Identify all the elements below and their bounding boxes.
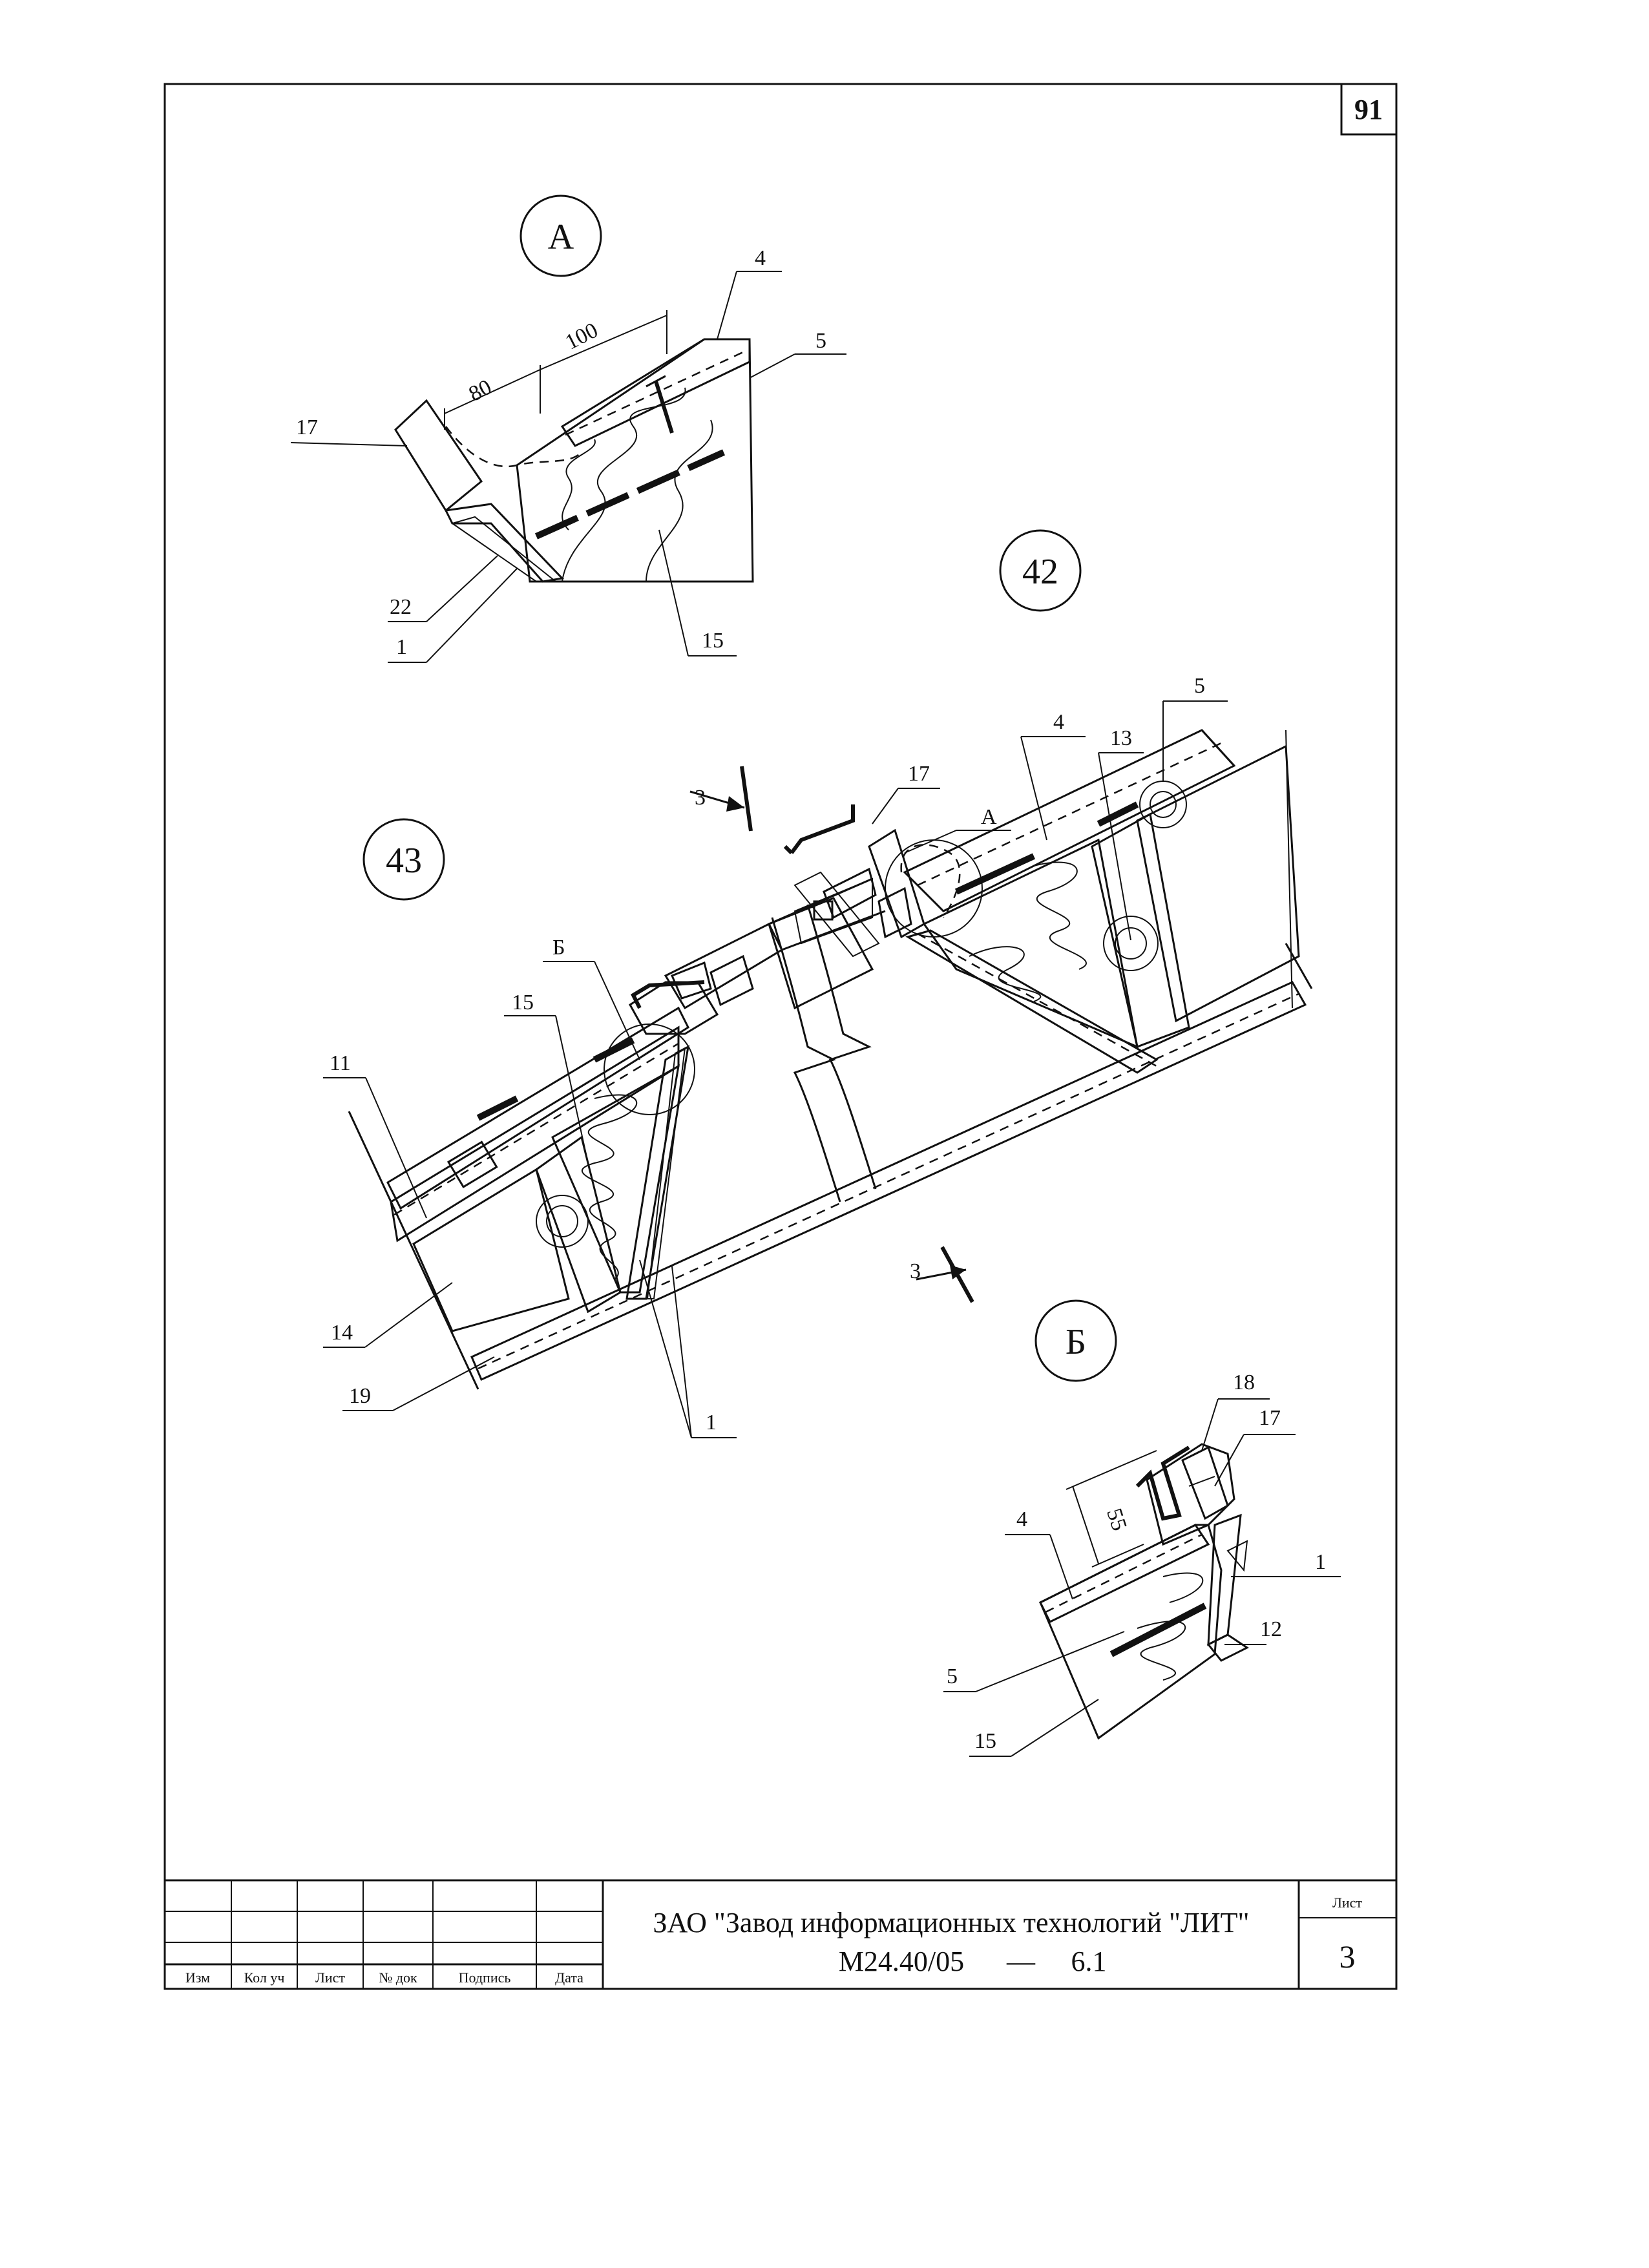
label-b-15: 15: [974, 1729, 996, 1753]
label-a-1: 1: [396, 635, 407, 659]
section-label-bottom: 3: [910, 1259, 921, 1283]
label-m-11: 11: [330, 1051, 351, 1075]
label-m-1: 1: [706, 1411, 717, 1434]
label-m-15: 15: [512, 991, 534, 1014]
page-number-box: 91: [1340, 83, 1398, 136]
section-marker-bottom: 3: [910, 1246, 974, 1303]
label-a-4: 4: [755, 246, 766, 270]
callout-circle-43: [362, 818, 445, 901]
main-section: 3 3 17 А 4 13 5 Б 15 11 14: [323, 674, 1313, 1438]
detail-circle-b: [604, 1024, 695, 1115]
section-marker-top: 3: [689, 766, 753, 832]
title-block: Изм Кол уч Лист № док Подпись Дата ЗАО "…: [163, 1879, 1398, 1990]
label-b-1: 1: [1315, 1550, 1326, 1574]
label-m-4: 4: [1053, 710, 1064, 734]
detail-b: Б 55 18 17 4 1 12: [943, 1299, 1341, 1757]
dim-b-55: 55: [1102, 1506, 1131, 1534]
label-a-15: 15: [702, 629, 724, 653]
tb-header-ndok: № док: [379, 1969, 417, 1986]
document-code-dash: —: [1006, 1946, 1036, 1977]
organization-name: ЗАО "Завод информационных технологий "ЛИ…: [653, 1907, 1250, 1938]
label-m-A: А: [981, 805, 997, 829]
callout-43: 43: [386, 841, 422, 881]
tb-header-list: Лист: [315, 1969, 345, 1986]
document-sheet-code: 6.1: [1071, 1946, 1107, 1977]
tb-header-izm: Изм: [185, 1969, 210, 1986]
label-b-18: 18: [1233, 1370, 1255, 1394]
section-label-top: 3: [695, 786, 706, 810]
label-m-13: 13: [1110, 726, 1132, 750]
callout-42: 42: [1022, 552, 1058, 592]
label-m-14: 14: [331, 1321, 353, 1345]
label-b-4: 4: [1016, 1507, 1027, 1531]
label-b-12: 12: [1260, 1617, 1282, 1641]
sheet-number: 3: [1339, 1938, 1356, 1975]
callout-a: А: [548, 217, 574, 257]
tb-header-kol: Кол уч: [244, 1969, 285, 1986]
dim-a-100: 100: [562, 319, 602, 355]
callout-b: Б: [1066, 1322, 1086, 1362]
drawing-frame: [163, 83, 1398, 1990]
callout-circle-42: [999, 529, 1082, 612]
label-m-B: Б: [552, 936, 565, 960]
label-a-5: 5: [815, 329, 826, 353]
label-m-17: 17: [908, 762, 930, 786]
label-a-22: 22: [390, 595, 412, 619]
tb-header-podpis: Подпись: [459, 1969, 511, 1986]
document-code: М24.40/05: [839, 1946, 964, 1977]
label-b-5: 5: [947, 1664, 958, 1688]
detail-a: А 80 100 17 4 5: [290, 194, 846, 663]
page-number: 91: [1354, 94, 1383, 125]
label-m-19: 19: [349, 1384, 371, 1408]
label-a-17: 17: [296, 415, 318, 439]
callout-circle-b: [1035, 1299, 1117, 1382]
tb-header-data: Дата: [555, 1969, 583, 1986]
label-m-5: 5: [1194, 674, 1205, 698]
sheet-label: Лист: [1332, 1895, 1362, 1911]
label-b-17: 17: [1259, 1406, 1281, 1430]
callout-circle-a: [520, 194, 602, 277]
